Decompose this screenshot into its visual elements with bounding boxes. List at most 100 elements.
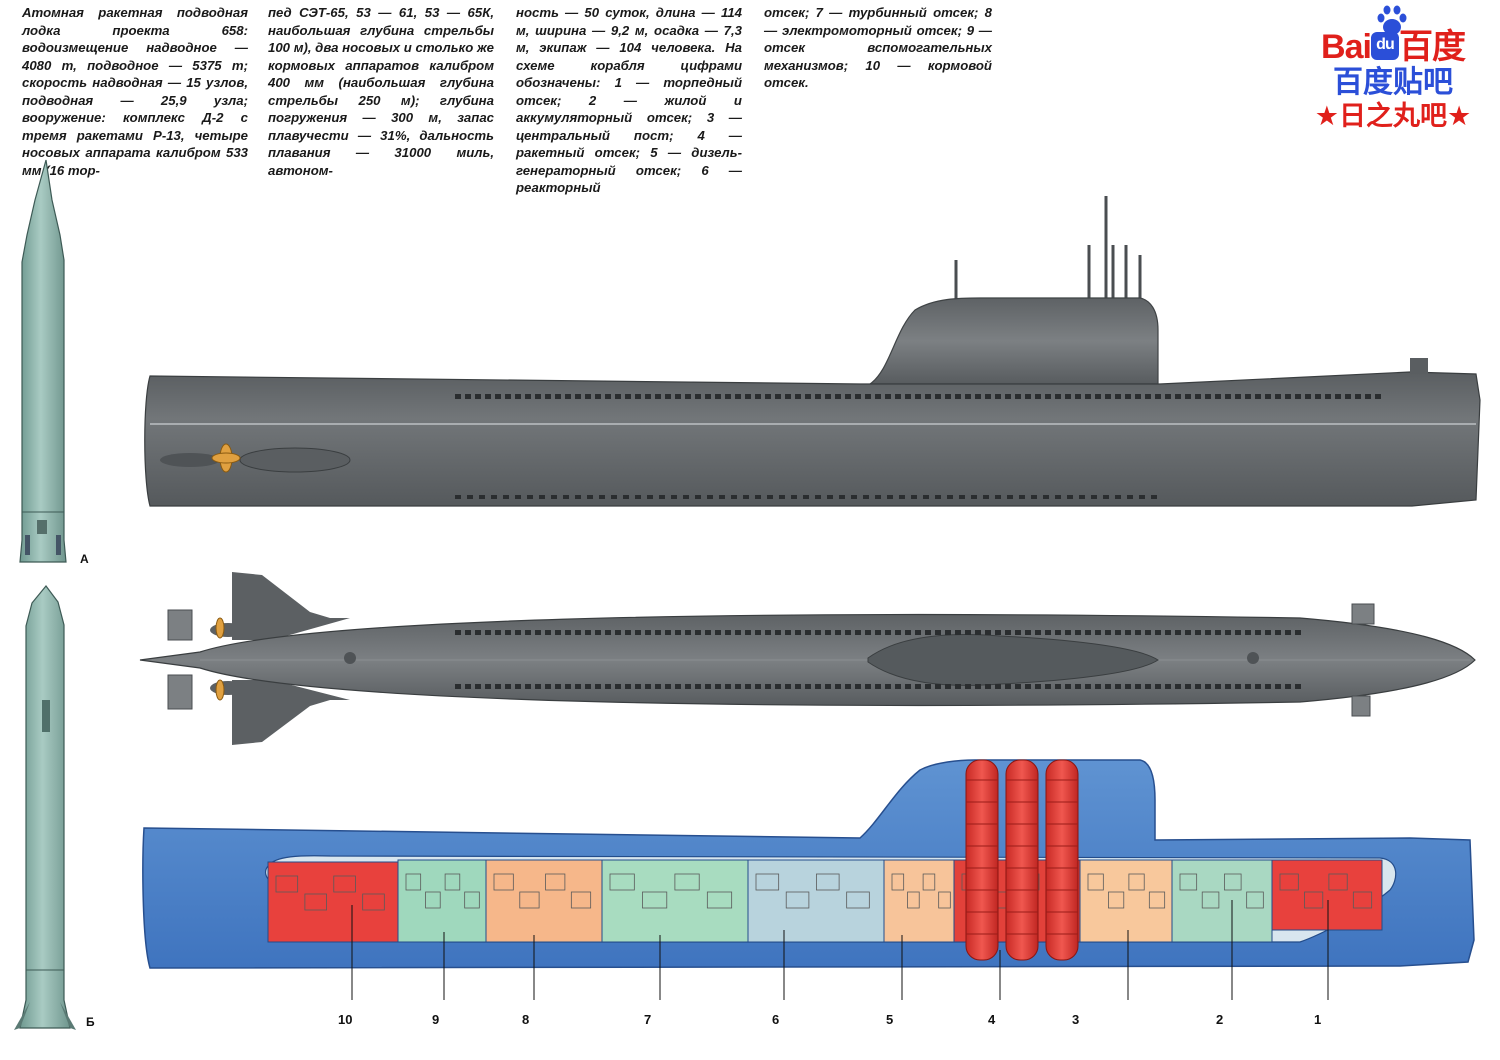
forum-name-text: ★日之丸吧★: [1314, 101, 1472, 132]
limber-hole: [515, 495, 521, 499]
limber-hole: [1235, 394, 1241, 399]
limber-hole: [805, 684, 811, 689]
limber-hole: [825, 684, 831, 689]
limber-hole: [885, 684, 891, 689]
limber-hole: [845, 684, 851, 689]
limber-hole: [935, 630, 941, 635]
limber-hole: [785, 630, 791, 635]
limber-hole: [835, 394, 841, 399]
limber-hole: [1135, 630, 1141, 635]
limber-hole: [495, 684, 501, 689]
limber-hole: [665, 630, 671, 635]
limber-hole: [1103, 495, 1109, 499]
equipment-detail: [1201, 891, 1220, 909]
limber-hole: [815, 394, 821, 399]
compartment-1: [1271, 859, 1383, 931]
limber-hole: [505, 684, 511, 689]
limber-hole: [1165, 394, 1171, 399]
limber-hole: [595, 684, 601, 689]
limber-hole: [935, 394, 941, 399]
limber-hole: [545, 394, 551, 399]
limber-hole: [1155, 684, 1161, 689]
limber-hole: [945, 394, 951, 399]
limber-hole: [495, 394, 501, 399]
equipment-detail: [1017, 873, 1040, 891]
limber-hole: [1145, 394, 1151, 399]
limber-hole: [455, 684, 461, 689]
limber-hole: [455, 495, 461, 499]
limber-hole: [945, 684, 951, 689]
limber-hole: [1055, 394, 1061, 399]
equipment-detail: [609, 873, 635, 891]
limber-hole: [505, 394, 511, 399]
limber-hole: [615, 394, 621, 399]
limber-hole: [1185, 630, 1191, 635]
limber-hole: [615, 684, 621, 689]
limber-hole: [1175, 684, 1181, 689]
limber-hole: [655, 630, 661, 635]
limber-hole: [565, 630, 571, 635]
limber-hole: [1015, 394, 1021, 399]
limber-hole: [1165, 630, 1171, 635]
limber-hole: [767, 495, 773, 499]
limber-hole: [685, 394, 691, 399]
limber-hole: [1095, 394, 1101, 399]
equipment-detail: [493, 873, 514, 891]
limber-hole: [875, 394, 881, 399]
limber-hole: [655, 394, 661, 399]
equipment-detail: [545, 873, 566, 891]
limber-hole: [905, 630, 911, 635]
spec-text-column-1: Атомная ракетная подводная лодка проекта…: [22, 5, 248, 178]
compartment-10: [267, 861, 399, 943]
limber-hole: [1045, 630, 1051, 635]
limber-hole: [655, 684, 661, 689]
limber-hole: [585, 684, 591, 689]
limber-hole: [795, 630, 801, 635]
limber-hole: [945, 630, 951, 635]
limber-hole: [525, 630, 531, 635]
limber-hole: [1127, 495, 1133, 499]
compartments-group: [267, 859, 1383, 943]
limber-hole: [731, 495, 737, 499]
limber-hole: [1285, 684, 1291, 689]
equipment-detail: [989, 891, 1012, 909]
limber-hole: [895, 394, 901, 399]
limber-hole: [1105, 394, 1111, 399]
limber-hole: [805, 630, 811, 635]
limber-hole: [779, 495, 785, 499]
limber-hole: [1025, 684, 1031, 689]
limber-hole: [803, 495, 809, 499]
limber-hole: [765, 684, 771, 689]
limber-hole: [839, 495, 845, 499]
limber-hole: [885, 394, 891, 399]
limber-hole: [815, 495, 821, 499]
limber-hole: [595, 630, 601, 635]
limber-hole: [575, 495, 581, 499]
limber-hole: [695, 684, 701, 689]
equipment-detail: [425, 891, 441, 909]
compartment-number-6: 6: [772, 1012, 780, 1027]
limber-hole: [735, 630, 741, 635]
limber-hole: [925, 630, 931, 635]
equipment-detail: [907, 891, 920, 909]
limber-hole: [865, 394, 871, 399]
limber-hole: [665, 394, 671, 399]
limber-hole: [587, 495, 593, 499]
limber-hole: [475, 630, 481, 635]
limber-hole: [905, 684, 911, 689]
equipment-detail: [464, 891, 480, 909]
compartment-9: [397, 859, 487, 943]
limber-hole: [855, 630, 861, 635]
baidu-cn-text: 百度: [1398, 28, 1466, 66]
tieba-text: 百度贴吧: [1333, 65, 1453, 100]
limber-hole: [1091, 495, 1097, 499]
limber-hole: [715, 684, 721, 689]
limber-hole: [875, 684, 881, 689]
limber-hole: [455, 630, 461, 635]
limber-hole: [475, 394, 481, 399]
limber-hole: [735, 684, 741, 689]
limber-hole: [1095, 630, 1101, 635]
equipment-detail: [1148, 891, 1166, 909]
equipment-detail: [642, 891, 668, 909]
limber-hole: [1275, 630, 1281, 635]
